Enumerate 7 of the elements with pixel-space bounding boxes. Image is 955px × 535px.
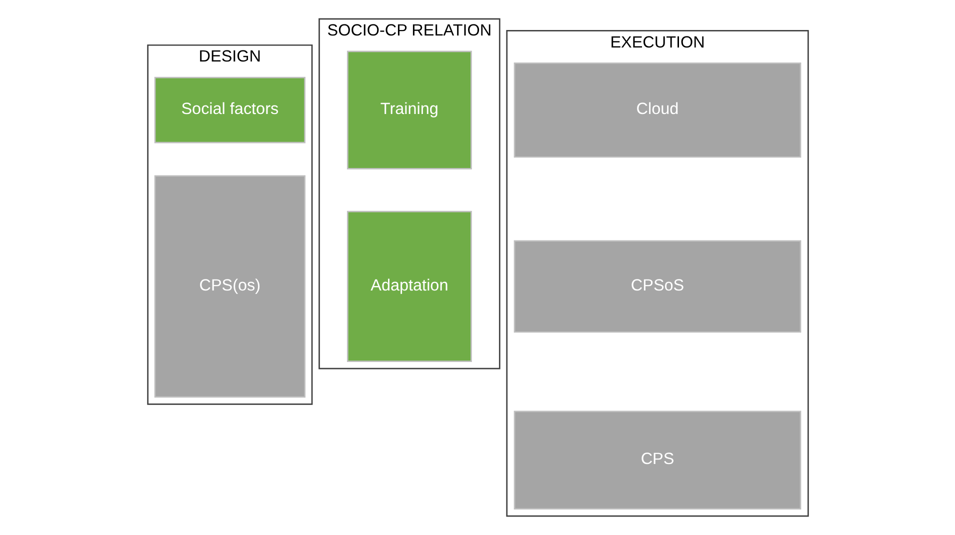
node-box: Training bbox=[346, 50, 472, 170]
node-box: CPSoS bbox=[513, 240, 801, 333]
node-box: CPS bbox=[513, 410, 801, 510]
node-box: CPS(os) bbox=[154, 175, 305, 398]
node-box: Cloud bbox=[513, 62, 801, 158]
node-box: Social factors bbox=[154, 76, 305, 144]
node-box: Adaptation bbox=[346, 210, 472, 362]
